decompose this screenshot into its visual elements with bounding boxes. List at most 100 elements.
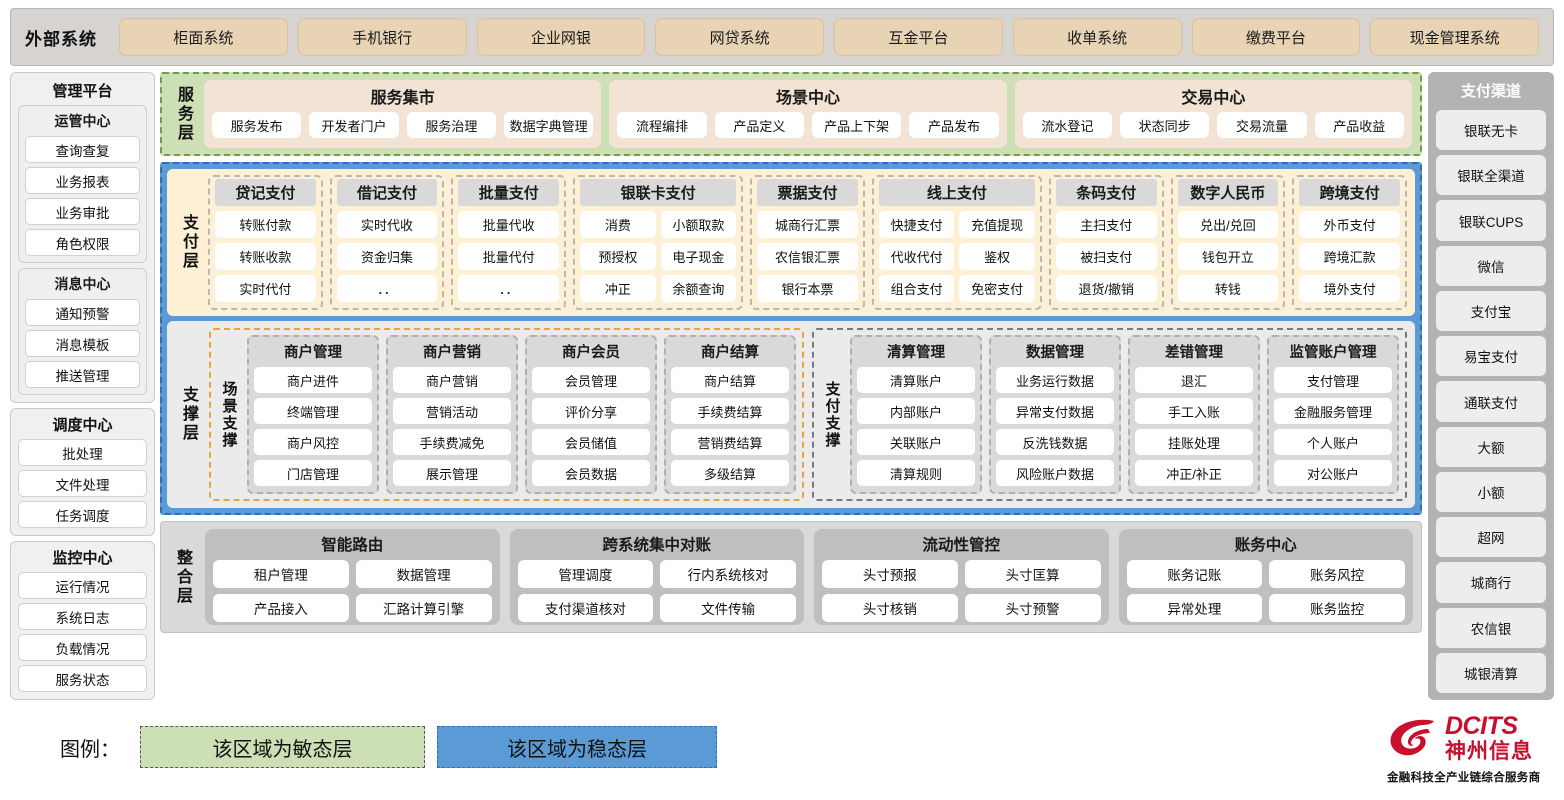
payment-chip-5-4[interactable]: 组合支付 — [878, 275, 955, 302]
service-chip-2-1[interactable]: 状态同步 — [1119, 112, 1210, 138]
support-chip-0-2-2[interactable]: 会员储值 — [532, 429, 650, 455]
payment-chip-4-1[interactable]: 农信银汇票 — [757, 243, 858, 270]
payment-chip-3-1[interactable]: 小额取款 — [660, 211, 737, 238]
support-chip-1-0-1[interactable]: 内部账户 — [857, 398, 975, 424]
service-chip-2-3[interactable]: 产品收益 — [1314, 112, 1404, 138]
payment-chip-0-0[interactable]: 转账付款 — [215, 211, 316, 238]
integration-chip-0-0-1[interactable]: 数据管理 — [355, 560, 492, 588]
external-system-chip-1[interactable]: 手机银行 — [297, 18, 467, 56]
payment-channel-item-6[interactable]: 通联支付 — [1436, 381, 1546, 422]
service-chip-0-2[interactable]: 服务治理 — [406, 112, 496, 138]
management-item-group_c-0[interactable]: 运行情况 — [18, 572, 147, 599]
support-chip-0-0-1[interactable]: 终端管理 — [254, 398, 372, 424]
management-item-0-1[interactable]: 业务报表 — [25, 167, 140, 194]
integration-chip-2-0-0[interactable]: 头寸预报 — [822, 560, 958, 588]
support-chip-0-2-1[interactable]: 评价分享 — [532, 398, 650, 424]
management-item-group_b-2[interactable]: 任务调度 — [18, 501, 147, 528]
payment-chip-4-2[interactable]: 银行本票 — [757, 275, 858, 302]
payment-chip-0-2[interactable]: 实时代付 — [215, 275, 316, 302]
payment-chip-5-2[interactable]: 代收代付 — [878, 243, 955, 270]
integration-chip-2-0-1[interactable]: 头寸匡算 — [964, 560, 1101, 588]
payment-channel-item-1[interactable]: 银联全渠道 — [1436, 155, 1546, 196]
payment-channel-item-4[interactable]: 支付宝 — [1436, 290, 1546, 332]
service-chip-0-3[interactable]: 数据字典管理 — [503, 112, 594, 138]
support-chip-1-1-3[interactable]: 风险账户数据 — [996, 460, 1114, 486]
payment-chip-7-1[interactable]: 钱包开立 — [1177, 243, 1279, 270]
payment-channel-item-2[interactable]: 银联CUPS — [1436, 200, 1546, 241]
external-system-chip-7[interactable]: 现金管理系统 — [1370, 18, 1539, 56]
management-item-1-2[interactable]: 推送管理 — [25, 361, 140, 388]
payment-chip-1-1[interactable]: 资金归集 — [336, 243, 438, 270]
support-chip-1-0-3[interactable]: 清算规则 — [857, 460, 975, 486]
payment-chip-5-1[interactable]: 充值提现 — [959, 211, 1035, 238]
management-item-group_c-3[interactable]: 服务状态 — [18, 665, 147, 692]
payment-chip-6-2[interactable]: 退货/撤销 — [1055, 275, 1157, 302]
payment-chip-3-4[interactable]: 冲正 — [580, 275, 656, 302]
support-chip-1-2-1[interactable]: 手工入账 — [1135, 398, 1253, 424]
support-chip-1-2-3[interactable]: 冲正/补正 — [1135, 460, 1253, 486]
integration-chip-1-1-0[interactable]: 支付渠道核对 — [517, 594, 654, 622]
support-chip-1-3-1[interactable]: 金融服务管理 — [1274, 398, 1392, 424]
support-chip-1-3-3[interactable]: 对公账户 — [1274, 460, 1392, 486]
payment-chip-6-0[interactable]: 主扫支付 — [1055, 211, 1157, 238]
support-chip-0-3-3[interactable]: 多级结算 — [671, 460, 789, 486]
management-item-group_b-0[interactable]: 批处理 — [18, 439, 147, 466]
payment-channel-item-9[interactable]: 超网 — [1436, 517, 1546, 558]
support-chip-0-3-2[interactable]: 营销费结算 — [671, 429, 789, 455]
integration-chip-3-0-1[interactable]: 账务风控 — [1269, 560, 1405, 588]
support-chip-0-1-2[interactable]: 手续费减免 — [393, 429, 511, 455]
external-system-chip-3[interactable]: 网贷系统 — [655, 18, 824, 56]
support-chip-1-1-1[interactable]: 异常支付数据 — [996, 398, 1114, 424]
integration-chip-0-1-1[interactable]: 汇路计算引擎 — [355, 594, 492, 622]
payment-chip-3-3[interactable]: 电子现金 — [660, 243, 737, 270]
payment-channel-item-8[interactable]: 小额 — [1436, 471, 1546, 513]
service-chip-2-2[interactable]: 交易流量 — [1217, 112, 1307, 138]
support-chip-1-3-2[interactable]: 个人账户 — [1274, 429, 1392, 455]
support-chip-0-0-0[interactable]: 商户进件 — [254, 367, 372, 393]
external-system-chip-2[interactable]: 企业网银 — [476, 18, 646, 56]
management-item-group_c-1[interactable]: 系统日志 — [18, 603, 147, 630]
support-chip-0-2-0[interactable]: 会员管理 — [532, 367, 650, 393]
payment-channel-item-10[interactable]: 城商行 — [1436, 562, 1546, 603]
management-item-1-0[interactable]: 通知预警 — [25, 299, 140, 326]
external-system-chip-0[interactable]: 柜面系统 — [119, 18, 288, 56]
service-chip-1-1[interactable]: 产品定义 — [714, 112, 804, 138]
service-chip-1-2[interactable]: 产品上下架 — [811, 112, 902, 138]
integration-chip-3-1-0[interactable]: 异常处理 — [1126, 594, 1263, 622]
support-chip-1-0-0[interactable]: 清算账户 — [857, 367, 975, 393]
payment-chip-3-0[interactable]: 消费 — [580, 211, 656, 238]
payment-chip-1-2[interactable]: ．． — [336, 275, 438, 302]
payment-chip-8-0[interactable]: 外币支付 — [1299, 211, 1400, 238]
payment-chip-2-2[interactable]: ．． — [458, 275, 560, 302]
integration-chip-3-0-0[interactable]: 账务记账 — [1126, 560, 1263, 588]
integration-chip-1-0-1[interactable]: 行内系统核对 — [660, 560, 796, 588]
payment-chip-8-2[interactable]: 境外支付 — [1299, 275, 1400, 302]
support-chip-1-2-0[interactable]: 退汇 — [1135, 367, 1253, 393]
payment-channel-item-11[interactable]: 农信银 — [1436, 607, 1546, 648]
integration-chip-2-1-0[interactable]: 头寸核销 — [822, 594, 958, 622]
service-chip-1-3[interactable]: 产品发布 — [909, 112, 999, 138]
support-chip-1-0-2[interactable]: 关联账户 — [857, 429, 975, 455]
support-chip-0-0-2[interactable]: 商户风控 — [254, 429, 372, 455]
payment-channel-item-3[interactable]: 微信 — [1436, 245, 1546, 286]
support-chip-0-2-3[interactable]: 会员数据 — [532, 460, 650, 486]
service-chip-0-1[interactable]: 开发者门户 — [309, 112, 399, 138]
management-item-0-2[interactable]: 业务审批 — [25, 198, 140, 225]
payment-chip-8-1[interactable]: 跨境汇款 — [1299, 243, 1400, 270]
service-chip-0-0[interactable]: 服务发布 — [212, 112, 302, 138]
external-system-chip-6[interactable]: 缴费平台 — [1191, 18, 1361, 56]
payment-channel-item-5[interactable]: 易宝支付 — [1436, 336, 1546, 377]
support-chip-0-1-3[interactable]: 展示管理 — [393, 460, 511, 486]
integration-chip-2-1-1[interactable]: 头寸预警 — [964, 594, 1101, 622]
payment-chip-1-0[interactable]: 实时代收 — [336, 211, 438, 238]
payment-chip-0-1[interactable]: 转账收款 — [215, 243, 316, 270]
integration-chip-3-1-1[interactable]: 账务监控 — [1269, 594, 1405, 622]
management-item-0-0[interactable]: 查询查复 — [25, 136, 140, 163]
payment-chip-2-1[interactable]: 批量代付 — [458, 243, 560, 270]
payment-chip-7-2[interactable]: 转钱 — [1177, 275, 1279, 302]
service-chip-2-0[interactable]: 流水登记 — [1022, 112, 1112, 138]
payment-channel-item-0[interactable]: 银联无卡 — [1436, 110, 1546, 151]
integration-chip-1-1-1[interactable]: 文件传输 — [660, 594, 796, 622]
support-chip-1-1-2[interactable]: 反洗钱数据 — [996, 429, 1114, 455]
management-item-group_c-2[interactable]: 负载情况 — [18, 634, 147, 661]
